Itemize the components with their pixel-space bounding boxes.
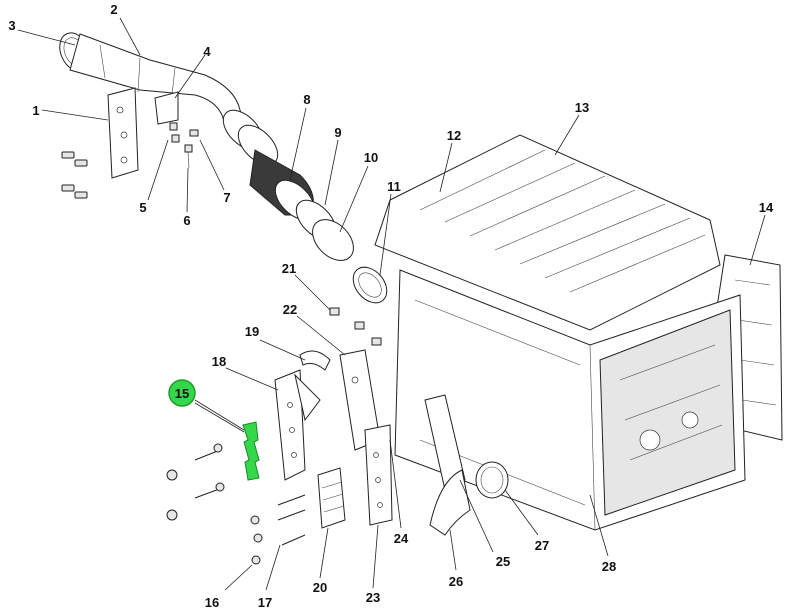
callout-27: 27 [535,538,549,553]
rubber-pad [317,467,346,529]
callout-18: 18 [212,354,226,369]
callout-12: 12 [447,128,461,143]
outlet-pipe-26 [429,469,471,536]
bolt-set-left [61,151,88,199]
callout-19: 19 [245,324,259,339]
small-fasteners [169,122,199,169]
callout-11: 11 [387,179,401,194]
mounting-bracket-24 [424,394,466,491]
callout-28: 28 [602,559,616,574]
callout-9: 9 [334,125,341,140]
bolt-set-lower [166,443,306,565]
callout-13: 13 [575,100,589,115]
hose-clamp-assembly [222,109,388,304]
callout-23: 23 [366,590,380,605]
highlight-leader [194,402,245,433]
callout-25: 25 [496,554,510,569]
callout-24: 24 [394,531,409,546]
callout-5: 5 [139,200,146,215]
callout-26: 26 [449,574,463,589]
callout-7: 7 [223,190,230,205]
callout-labels: 1 2 3 4 5 6 7 8 9 10 11 12 13 14 15 16 1… [8,2,774,610]
callout-20: 20 [313,580,327,595]
callout-14: 14 [759,200,774,215]
outlet-ring-27 [475,461,509,499]
callout-16: 16 [205,595,219,610]
callout-8: 8 [303,92,310,107]
callout-3: 3 [8,18,15,33]
callout-10: 10 [364,150,378,165]
callout-4: 4 [203,44,211,59]
callout-2: 2 [110,2,117,17]
callout-21: 21 [282,261,296,276]
highlighted-part-15[interactable] [242,421,260,481]
clamp-strap-19 [299,350,331,371]
perforated-heat-shield [374,134,721,331]
callout-6: 6 [183,213,190,228]
pipe-bracket [107,87,179,179]
mounting-bracket-23 [364,424,393,526]
bolt-set-21 [329,307,382,346]
callout-22: 22 [283,302,297,317]
mounting-bracket-left [274,369,321,481]
callout-1: 1 [32,103,39,118]
callout-17: 17 [258,595,272,610]
callout-15: 15 [175,386,189,401]
callout-15-badge[interactable]: 15 [168,379,196,407]
leader-lines [17,17,766,591]
